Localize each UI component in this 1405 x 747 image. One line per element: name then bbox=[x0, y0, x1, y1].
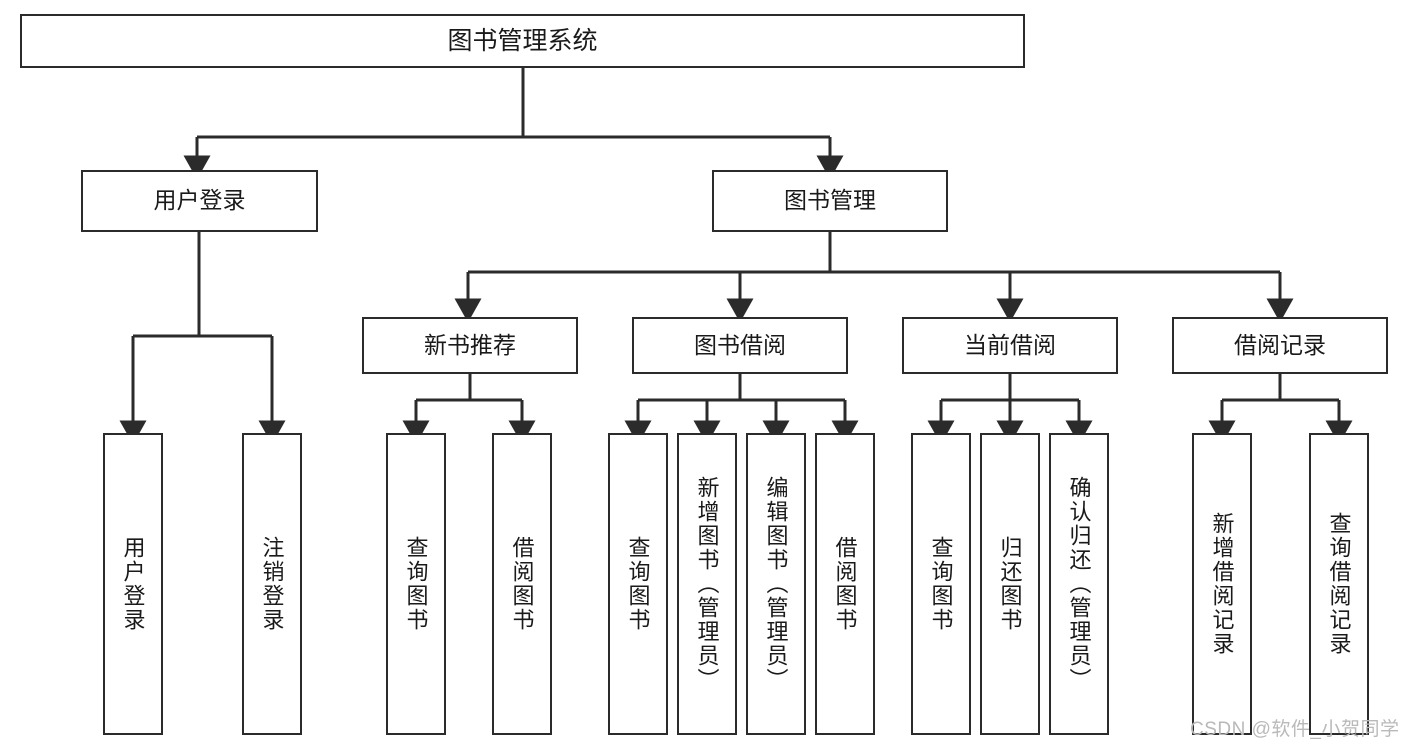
node-book-borrow-label: 图书借阅 bbox=[694, 331, 786, 358]
node-book-management[interactable]: 图书管理 bbox=[712, 170, 948, 232]
leaf-label: 注销登录 bbox=[259, 536, 285, 632]
leaf-current-return[interactable]: 归还图书 bbox=[980, 433, 1040, 735]
leaf-record-query[interactable]: 查询借阅记录 bbox=[1309, 433, 1369, 735]
leaf-label: 编辑图书（管理员） bbox=[763, 476, 789, 692]
leaf-borrow-borrow-book[interactable]: 借阅图书 bbox=[815, 433, 875, 735]
leaf-label: 查询借阅记录 bbox=[1326, 512, 1352, 656]
leaf-new-book-borrow[interactable]: 借阅图书 bbox=[492, 433, 552, 735]
leaf-current-confirm-return[interactable]: 确认归还（管理员） bbox=[1049, 433, 1109, 735]
node-root-label: 图书管理系统 bbox=[447, 27, 598, 55]
leaf-label: 查询图书 bbox=[625, 536, 651, 632]
leaf-label: 确认归还（管理员） bbox=[1066, 476, 1092, 692]
node-borrow-record-label: 借阅记录 bbox=[1234, 331, 1326, 358]
leaf-label: 新增图书（管理员） bbox=[694, 476, 720, 692]
leaf-borrow-edit-book[interactable]: 编辑图书（管理员） bbox=[746, 433, 806, 735]
leaf-label: 查询图书 bbox=[403, 536, 429, 632]
leaf-label: 归还图书 bbox=[997, 536, 1023, 632]
node-book-borrow[interactable]: 图书借阅 bbox=[632, 317, 848, 374]
leaf-borrow-query[interactable]: 查询图书 bbox=[608, 433, 668, 735]
watermark: CSDN @软件_小贺同学 bbox=[1190, 719, 1400, 740]
leaf-record-add[interactable]: 新增借阅记录 bbox=[1192, 433, 1252, 735]
node-user-login-label: 用户登录 bbox=[153, 187, 246, 214]
node-new-book-recommend-label: 新书推荐 bbox=[424, 331, 516, 358]
leaf-new-book-query[interactable]: 查询图书 bbox=[386, 433, 446, 735]
leaf-label: 新增借阅记录 bbox=[1209, 512, 1235, 656]
node-root[interactable]: 图书管理系统 bbox=[20, 14, 1025, 68]
node-current-borrow-label: 当前借阅 bbox=[964, 331, 1056, 358]
leaf-user-login-login[interactable]: 用户登录 bbox=[103, 433, 163, 735]
node-current-borrow[interactable]: 当前借阅 bbox=[902, 317, 1118, 374]
node-new-book-recommend[interactable]: 新书推荐 bbox=[362, 317, 578, 374]
leaf-label: 借阅图书 bbox=[509, 536, 535, 632]
leaf-label: 借阅图书 bbox=[832, 536, 858, 632]
node-user-login[interactable]: 用户登录 bbox=[81, 170, 318, 232]
leaf-current-query[interactable]: 查询图书 bbox=[911, 433, 971, 735]
node-book-management-label: 图书管理 bbox=[784, 187, 876, 214]
leaf-label: 用户登录 bbox=[120, 536, 146, 632]
leaf-borrow-add-book[interactable]: 新增图书（管理员） bbox=[677, 433, 737, 735]
leaf-label: 查询图书 bbox=[928, 536, 954, 632]
node-borrow-record[interactable]: 借阅记录 bbox=[1172, 317, 1388, 374]
leaf-user-login-logout[interactable]: 注销登录 bbox=[242, 433, 302, 735]
